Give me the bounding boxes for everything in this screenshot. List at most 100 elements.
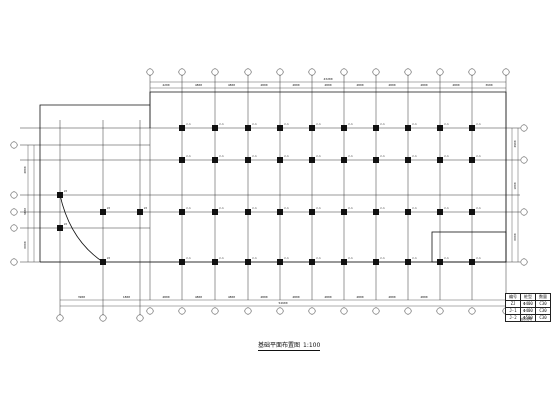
footing-label: J-1 (380, 122, 385, 126)
dimension-label: 3600 (485, 83, 492, 87)
axis-bubble (404, 68, 412, 76)
axis-bubble (308, 68, 316, 76)
axis-bubble (10, 208, 18, 216)
pile-label: ZJ (144, 206, 148, 210)
dimension-label: 4800 (195, 83, 202, 87)
column (405, 125, 411, 131)
axis-bubble (468, 307, 476, 315)
axis-bubble (404, 307, 412, 315)
axis-bubble (468, 68, 476, 76)
column (373, 157, 379, 163)
column (469, 259, 475, 265)
dimension-label: 4800 (356, 83, 363, 87)
dimension-label: 1800 (513, 182, 517, 189)
column (341, 209, 347, 215)
axis-bubble (340, 68, 348, 76)
footing-label: J-1 (186, 256, 191, 260)
footing-label: J-1 (444, 256, 449, 260)
legend-cell: Φ500 (521, 315, 536, 321)
footing-label: J-1 (219, 122, 224, 126)
dimension-label: 4800 (324, 83, 331, 87)
axis-bubble (308, 307, 316, 315)
dimension-label: 1800 (123, 295, 130, 299)
outline-wing (39, 104, 150, 262)
legend-cell: C30 (539, 301, 547, 306)
column (341, 157, 347, 163)
column (179, 259, 185, 265)
total-dimension-label: 43200 (323, 77, 332, 81)
legend-cell: Φ400 (521, 308, 536, 314)
footing-label: J-1 (316, 122, 321, 126)
footing-label: J-1 (380, 206, 385, 210)
footing-label: J-1 (252, 154, 257, 158)
column (437, 125, 443, 131)
column (373, 259, 379, 265)
footing-label: J-1 (252, 206, 257, 210)
column (437, 157, 443, 163)
axis-bubble (56, 314, 64, 322)
column (309, 157, 315, 163)
dimension-label: 4800 (162, 295, 169, 299)
pile-label: ZJ (64, 222, 68, 226)
column (469, 209, 475, 215)
axis-bubble (244, 307, 252, 315)
column (405, 259, 411, 265)
column (212, 125, 218, 131)
footing-label: J-1 (284, 122, 289, 126)
dimension-label: 4800 (228, 83, 235, 87)
axis-bubble (178, 307, 186, 315)
column (437, 209, 443, 215)
footing-label: J-1 (316, 206, 321, 210)
dimension-label: 6000 (23, 241, 27, 248)
dimension-label: 3900 (513, 140, 517, 147)
building-outline (39, 91, 507, 263)
dimension-label: 4800 (292, 83, 299, 87)
axis-bubble (520, 208, 528, 216)
footing-label: J-1 (348, 122, 353, 126)
column (405, 157, 411, 163)
footing-label: J-1 (444, 154, 449, 158)
axis-bubble (178, 68, 186, 76)
footing-label: J-1 (316, 154, 321, 158)
footing-label: J-1 (348, 154, 353, 158)
total-dimension-label: 54600 (278, 301, 287, 305)
footing-label: J-1 (444, 122, 449, 126)
dimension-label: 4800 (452, 83, 459, 87)
column (179, 157, 185, 163)
dimension-label: 4800 (260, 83, 267, 87)
axis-bubble (276, 68, 284, 76)
column (212, 157, 218, 163)
footing-label: J-1 (186, 154, 191, 158)
column (212, 259, 218, 265)
column (137, 209, 143, 215)
axis-bubble (520, 258, 528, 266)
column (277, 259, 283, 265)
legend-row: ZJ Φ400 C30 (506, 301, 550, 308)
dimension-label: 4800 (260, 295, 267, 299)
axis-bubble (372, 68, 380, 76)
dimension-label: 6000 (513, 233, 517, 240)
column (469, 125, 475, 131)
axis-bubble (99, 314, 107, 322)
column (179, 209, 185, 215)
axis-bubble (340, 307, 348, 315)
dimension-label: 4800 (23, 166, 27, 173)
legend-row: 编号 桩型 数量 (506, 294, 550, 301)
legend-table: 编号 桩型 数量 ZJ Φ400 C30 J-1 Φ400 C30 J-2 Φ5… (505, 293, 551, 322)
footing-label: J-1 (380, 256, 385, 260)
column (405, 209, 411, 215)
footing-label: J-1 (219, 206, 224, 210)
footing-label: J-1 (412, 206, 417, 210)
footing-label: J-1 (186, 122, 191, 126)
dimension-label: 4800 (420, 83, 427, 87)
pile-label: ZJ (107, 256, 111, 260)
footing-label: J-1 (412, 122, 417, 126)
dimension-label: 4200 (162, 83, 169, 87)
footing-label: J-1 (252, 122, 257, 126)
column (245, 259, 251, 265)
footing-label: J-1 (476, 122, 481, 126)
pile-label: ZJ (107, 206, 111, 210)
footing-label: J-1 (219, 256, 224, 260)
